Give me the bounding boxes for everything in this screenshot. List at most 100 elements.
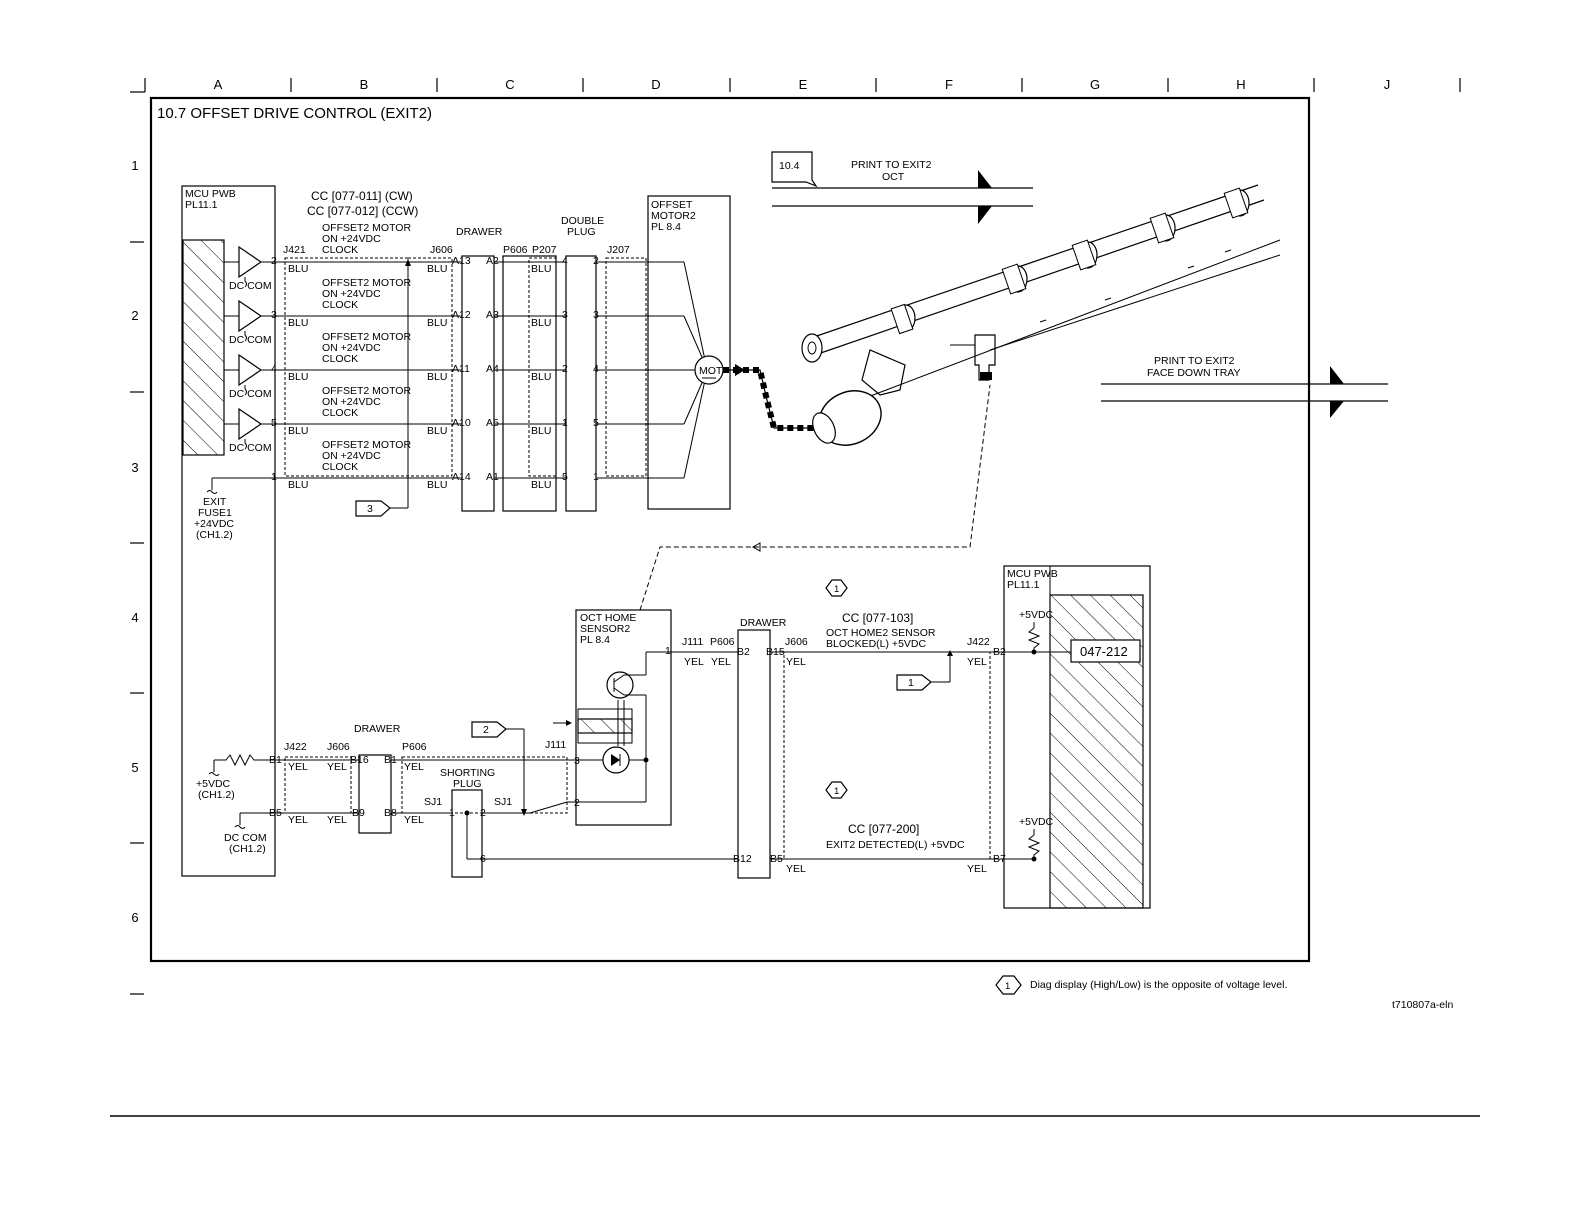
svg-text:B2: B2 xyxy=(993,646,1006,658)
svg-text:B7: B7 xyxy=(993,853,1006,865)
grid-row-5: 5 xyxy=(131,760,138,775)
svg-text:OCT: OCT xyxy=(882,171,905,183)
svg-text:YEL: YEL xyxy=(786,656,806,668)
svg-text:J111: J111 xyxy=(545,739,566,751)
svg-text:3: 3 xyxy=(367,503,373,515)
svg-text:1: 1 xyxy=(1005,981,1010,992)
svg-text:10.4: 10.4 xyxy=(779,160,800,172)
svg-text:PL11.1: PL11.1 xyxy=(1007,579,1040,591)
svg-text:1: 1 xyxy=(665,645,671,657)
svg-text:1: 1 xyxy=(562,417,568,429)
svg-text:EXIT2 DETECTED(L) +5VDC: EXIT2 DETECTED(L) +5VDC xyxy=(826,839,965,851)
svg-text:B1: B1 xyxy=(384,754,397,766)
exit-fuse: EXIT FUSE1 +24VDC (CH1.2) xyxy=(194,496,234,541)
svg-text:YEL: YEL xyxy=(684,656,704,668)
cc-ccw: CC [077-012] (CCW) xyxy=(307,204,418,218)
svg-text:2: 2 xyxy=(562,363,568,375)
svg-text:PRINT TO EXIT2: PRINT TO EXIT2 xyxy=(1154,355,1235,367)
svg-text:BLU: BLU xyxy=(288,263,308,275)
svg-text:YEL: YEL xyxy=(288,814,308,826)
motor-link xyxy=(723,364,820,431)
svg-text:2: 2 xyxy=(574,797,580,809)
svg-text:PL 8.4: PL 8.4 xyxy=(580,634,610,646)
motor-sig-1-l2: ON +24VDC xyxy=(322,233,381,245)
svg-text:B2: B2 xyxy=(737,646,750,658)
grid-row-2: 2 xyxy=(131,308,138,323)
note-marker-2 xyxy=(825,781,848,799)
label-j421: J421 xyxy=(283,244,306,256)
svg-text:MOT: MOT xyxy=(699,365,723,377)
svg-text:BLU: BLU xyxy=(288,479,308,491)
svg-text:YEL: YEL xyxy=(967,863,987,875)
motor-sig-4-l3: CLOCK xyxy=(322,407,358,419)
svg-text:BLU: BLU xyxy=(288,425,308,437)
svg-text:B1: B1 xyxy=(269,754,282,766)
svg-text:BLOCKED(L) +5VDC: BLOCKED(L) +5VDC xyxy=(826,638,926,650)
driver-1 xyxy=(238,245,263,279)
dc-com-2: DC COM xyxy=(229,334,272,346)
motor-sig-1-l1: OFFSET2 MOTOR xyxy=(322,222,411,234)
lower-left-wiring: +5VDC (CH1.2) DC COM (CH1.2) J422 J606 D… xyxy=(196,721,583,878)
roller-mechanism-drawing xyxy=(801,184,1281,446)
svg-text:(CH1.2): (CH1.2) xyxy=(196,529,233,541)
svg-text:2: 2 xyxy=(271,255,277,267)
svg-text:PRINT TO EXIT2: PRINT TO EXIT2 xyxy=(851,159,932,171)
footnote-marker xyxy=(995,975,1022,995)
svg-text:BLU: BLU xyxy=(427,479,447,491)
svg-text:BLU: BLU xyxy=(427,317,447,329)
svg-text:B9: B9 xyxy=(352,807,365,819)
svg-text:BLU: BLU xyxy=(427,425,447,437)
mcu-left-hatched-block xyxy=(182,239,225,456)
svg-text:A4: A4 xyxy=(486,363,499,375)
svg-text:1: 1 xyxy=(834,786,839,797)
grid-col-e: E xyxy=(799,77,808,92)
svg-text:2: 2 xyxy=(480,807,486,819)
grid-row-6: 6 xyxy=(131,910,138,925)
motor-sig-5-l1: OFFSET2 MOTOR xyxy=(322,439,411,451)
svg-text:1: 1 xyxy=(593,471,599,483)
svg-text:YEL: YEL xyxy=(327,761,347,773)
grid-ruler-top: A B C D E F G H J xyxy=(130,77,1461,93)
ref-tag-3: 3 xyxy=(355,500,391,517)
wire-labels-blu: BLU BLU BLU BLU BLU BLU BLU BLU BLU BLU … xyxy=(288,263,551,491)
path-exit2-facedown: PRINT TO EXIT2 FACE DOWN TRAY xyxy=(1101,355,1388,418)
svg-text:5: 5 xyxy=(562,471,568,483)
grid-col-b: B xyxy=(360,77,369,92)
driver-2 xyxy=(238,299,263,333)
svg-text:DRAWER: DRAWER xyxy=(354,723,401,735)
mcu-pwb-right: MCU PWB PL11.1 047-212 +5VDC +5VDC xyxy=(1003,565,1151,909)
svg-text:4: 4 xyxy=(271,363,277,375)
svg-text:YEL: YEL xyxy=(711,656,731,668)
svg-text:4: 4 xyxy=(562,255,568,267)
svg-text:SJ1: SJ1 xyxy=(494,796,512,808)
svg-text:J606: J606 xyxy=(327,741,350,753)
svg-text:2: 2 xyxy=(593,255,599,267)
svg-text:SENSOR2: SENSOR2 xyxy=(580,623,630,635)
svg-text:MOTOR2: MOTOR2 xyxy=(651,210,696,222)
motor-sig-4-l2: ON +24VDC xyxy=(322,396,381,408)
grid-row-3: 3 xyxy=(131,460,138,475)
svg-text:(CH1.2): (CH1.2) xyxy=(229,843,266,855)
grid-col-a: A xyxy=(214,77,223,92)
svg-text:5: 5 xyxy=(271,417,277,429)
svg-text:YEL: YEL xyxy=(327,814,347,826)
svg-text:A13: A13 xyxy=(452,255,471,267)
svg-text:A3: A3 xyxy=(486,309,499,321)
offset-motor: OFFSET MOTOR2 PL 8.4 MOT xyxy=(647,195,731,510)
svg-text:4: 4 xyxy=(593,363,599,375)
sensor-leader xyxy=(639,384,991,611)
grid-row-1: 1 xyxy=(131,158,138,173)
svg-text:DRAWER: DRAWER xyxy=(740,617,787,629)
page-title: 10.7 OFFSET DRIVE CONTROL (EXIT2) xyxy=(157,105,432,122)
svg-text:1: 1 xyxy=(449,807,455,819)
motor-sig-3-l1: OFFSET2 MOTOR xyxy=(322,331,411,343)
grid-col-j: J xyxy=(1384,77,1391,92)
path-exit2-oct: 10.4 PRINT TO EXIT2 OCT xyxy=(771,151,1033,224)
svg-text:P606: P606 xyxy=(402,741,427,753)
svg-text:MCU PWB: MCU PWB xyxy=(1007,568,1058,580)
svg-text:BLU: BLU xyxy=(288,371,308,383)
svg-text:(CH1.2): (CH1.2) xyxy=(198,789,235,801)
fault-code-box xyxy=(1070,639,1141,663)
svg-text:3: 3 xyxy=(593,309,599,321)
